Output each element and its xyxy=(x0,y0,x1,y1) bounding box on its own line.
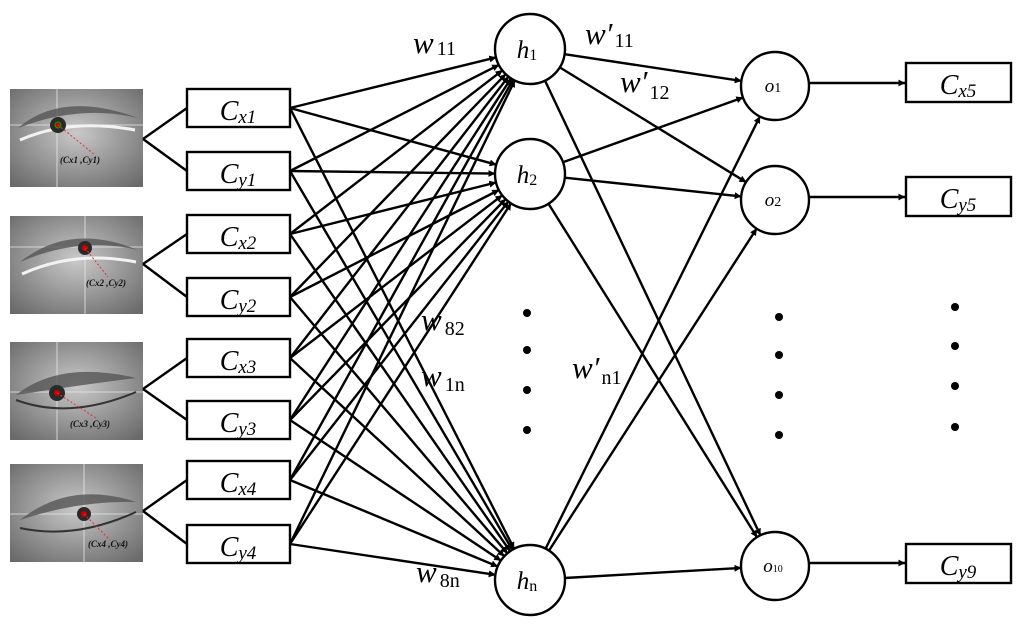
edge-input-1-hidden-1 xyxy=(289,55,497,110)
input-hidden-connections xyxy=(288,55,516,578)
input-node-cy1: Cy1 xyxy=(185,150,292,192)
svg-text:h1: h1 xyxy=(517,37,538,64)
edge-input-7-hidden-3 xyxy=(289,478,499,568)
edge-input-2-hidden-2 xyxy=(289,169,496,178)
output-layer: o1 o2 o10 xyxy=(739,50,811,602)
eye-image-3: (Cx3 ,Cy3) xyxy=(10,342,143,440)
edge-input-6-hidden-3 xyxy=(289,419,502,562)
svg-text:Cx2: Cx2 xyxy=(220,222,257,254)
hidden-ellipsis-dots xyxy=(523,309,531,434)
svg-text:Cy4: Cy4 xyxy=(220,532,257,564)
eye-image-1: (Cx1 ,Cy1) xyxy=(10,89,143,187)
input-node-cy2: Cy2 xyxy=(185,276,292,318)
result-node-cy5: Cy5 xyxy=(904,175,1013,218)
input-node-cx4: Cx4 xyxy=(185,459,292,501)
edge-input-8-hidden-2 xyxy=(288,202,513,545)
input-node-cy4: Cy4 xyxy=(185,523,292,565)
edge-input-1-hidden-3 xyxy=(288,107,516,550)
hidden-node-h1: h1 xyxy=(493,12,567,86)
edge-input-7-hidden-2 xyxy=(289,200,510,481)
svg-text:Cy9: Cy9 xyxy=(940,551,977,583)
weight-label-wpn1: w′n1 xyxy=(572,350,621,389)
eye-label-2: (Cx2 ,Cy2) xyxy=(86,278,126,288)
edge-hidden-1-output-3 xyxy=(543,80,762,536)
svg-text:o2: o2 xyxy=(765,190,782,211)
edge-input-7-hidden-1 xyxy=(288,79,515,481)
weight-label-wp12: w′12 xyxy=(620,64,669,104)
result-node-cx5: Cx5 xyxy=(904,61,1013,104)
svg-text:Cy3: Cy3 xyxy=(220,408,257,440)
hidden-node-h2: h2 xyxy=(493,137,567,211)
svg-text:Cy2: Cy2 xyxy=(220,285,257,317)
svg-text:Cx3: Cx3 xyxy=(220,346,257,378)
edge-hidden-3-output-1 xyxy=(544,115,761,550)
weight-label-wp11: w′11 xyxy=(585,16,634,52)
eye-image-2: (Cx2 ,Cy2) xyxy=(10,216,143,314)
edge-input-6-hidden-2 xyxy=(289,198,507,421)
input-node-cy3: Cy3 xyxy=(185,399,292,441)
result-ellipsis-dots xyxy=(951,303,959,431)
input-layer: Cx1 Cy1 Cx2 Cy2 Cx3 xyxy=(185,87,292,565)
edge-input-2-hidden-1 xyxy=(289,63,500,173)
input-node-cx2: Cx2 xyxy=(185,213,292,255)
edge-input-5-hidden-1 xyxy=(289,75,510,359)
svg-text:Cx5: Cx5 xyxy=(940,70,977,102)
eye-image-4: (Cx4 ,Cy4) xyxy=(10,464,143,562)
svg-text:Cx4: Cx4 xyxy=(220,468,257,500)
edge-hidden-2-output-2 xyxy=(564,176,742,200)
edge-input-2-hidden-3 xyxy=(288,170,514,551)
edge-input-4-hidden-3 xyxy=(289,296,509,555)
edge-input-5-hidden-2 xyxy=(289,194,503,359)
output-ellipsis-dots xyxy=(775,313,783,439)
edge-hidden-1-output-1 xyxy=(564,53,742,84)
svg-text:hn: hn xyxy=(517,568,538,595)
hidden-layer: h1 h2 hn xyxy=(493,12,567,617)
result-layer: Cx5 Cy5 Cy9 xyxy=(904,61,1013,585)
edge-hidden-1-output-2 xyxy=(559,66,747,184)
hidden-output-connections xyxy=(543,53,762,580)
edge-input-3-hidden-1 xyxy=(289,69,504,235)
result-node-cy9: Cy9 xyxy=(904,542,1013,585)
edge-input-8-hidden-1 xyxy=(288,79,516,545)
input-node-cx3: Cx3 xyxy=(185,337,292,379)
svg-text:Cx1: Cx1 xyxy=(220,96,257,128)
hidden-node-hn: hn xyxy=(493,543,567,617)
edge-input-5-hidden-3 xyxy=(289,357,506,558)
eye-label-4: (Cx4 ,Cy4) xyxy=(88,539,128,549)
input-brackets xyxy=(142,107,188,545)
edge-hidden-2-output-1 xyxy=(562,96,744,164)
svg-text:o1: o1 xyxy=(765,76,782,97)
svg-text:Cy1: Cy1 xyxy=(220,159,257,191)
input-node-cx1: Cx1 xyxy=(185,87,292,129)
output-node-o1: o1 xyxy=(739,50,811,122)
output-node-o10: o10 xyxy=(739,530,811,602)
output-node-o2: o2 xyxy=(739,164,811,236)
edge-input-3-hidden-3 xyxy=(289,233,512,552)
edge-input-4-hidden-2 xyxy=(289,188,500,299)
edge-input-8-hidden-3 xyxy=(289,542,496,578)
edge-input-4-hidden-1 xyxy=(289,73,507,298)
edge-hidden-3-output-2 xyxy=(547,227,758,552)
eye-label-1: (Cx1 ,Cy1) xyxy=(60,155,100,165)
eye-label-3: (Cx3 ,Cy3) xyxy=(70,419,110,429)
svg-text:o10: o10 xyxy=(763,556,783,577)
edge-input-6-hidden-1 xyxy=(288,77,513,421)
svg-text:Cy5: Cy5 xyxy=(940,184,977,216)
output-result-connections xyxy=(809,79,906,567)
edge-hidden-3-output-3 xyxy=(564,564,742,580)
edge-hidden-2-output-3 xyxy=(547,203,759,538)
svg-text:h2: h2 xyxy=(517,162,538,189)
